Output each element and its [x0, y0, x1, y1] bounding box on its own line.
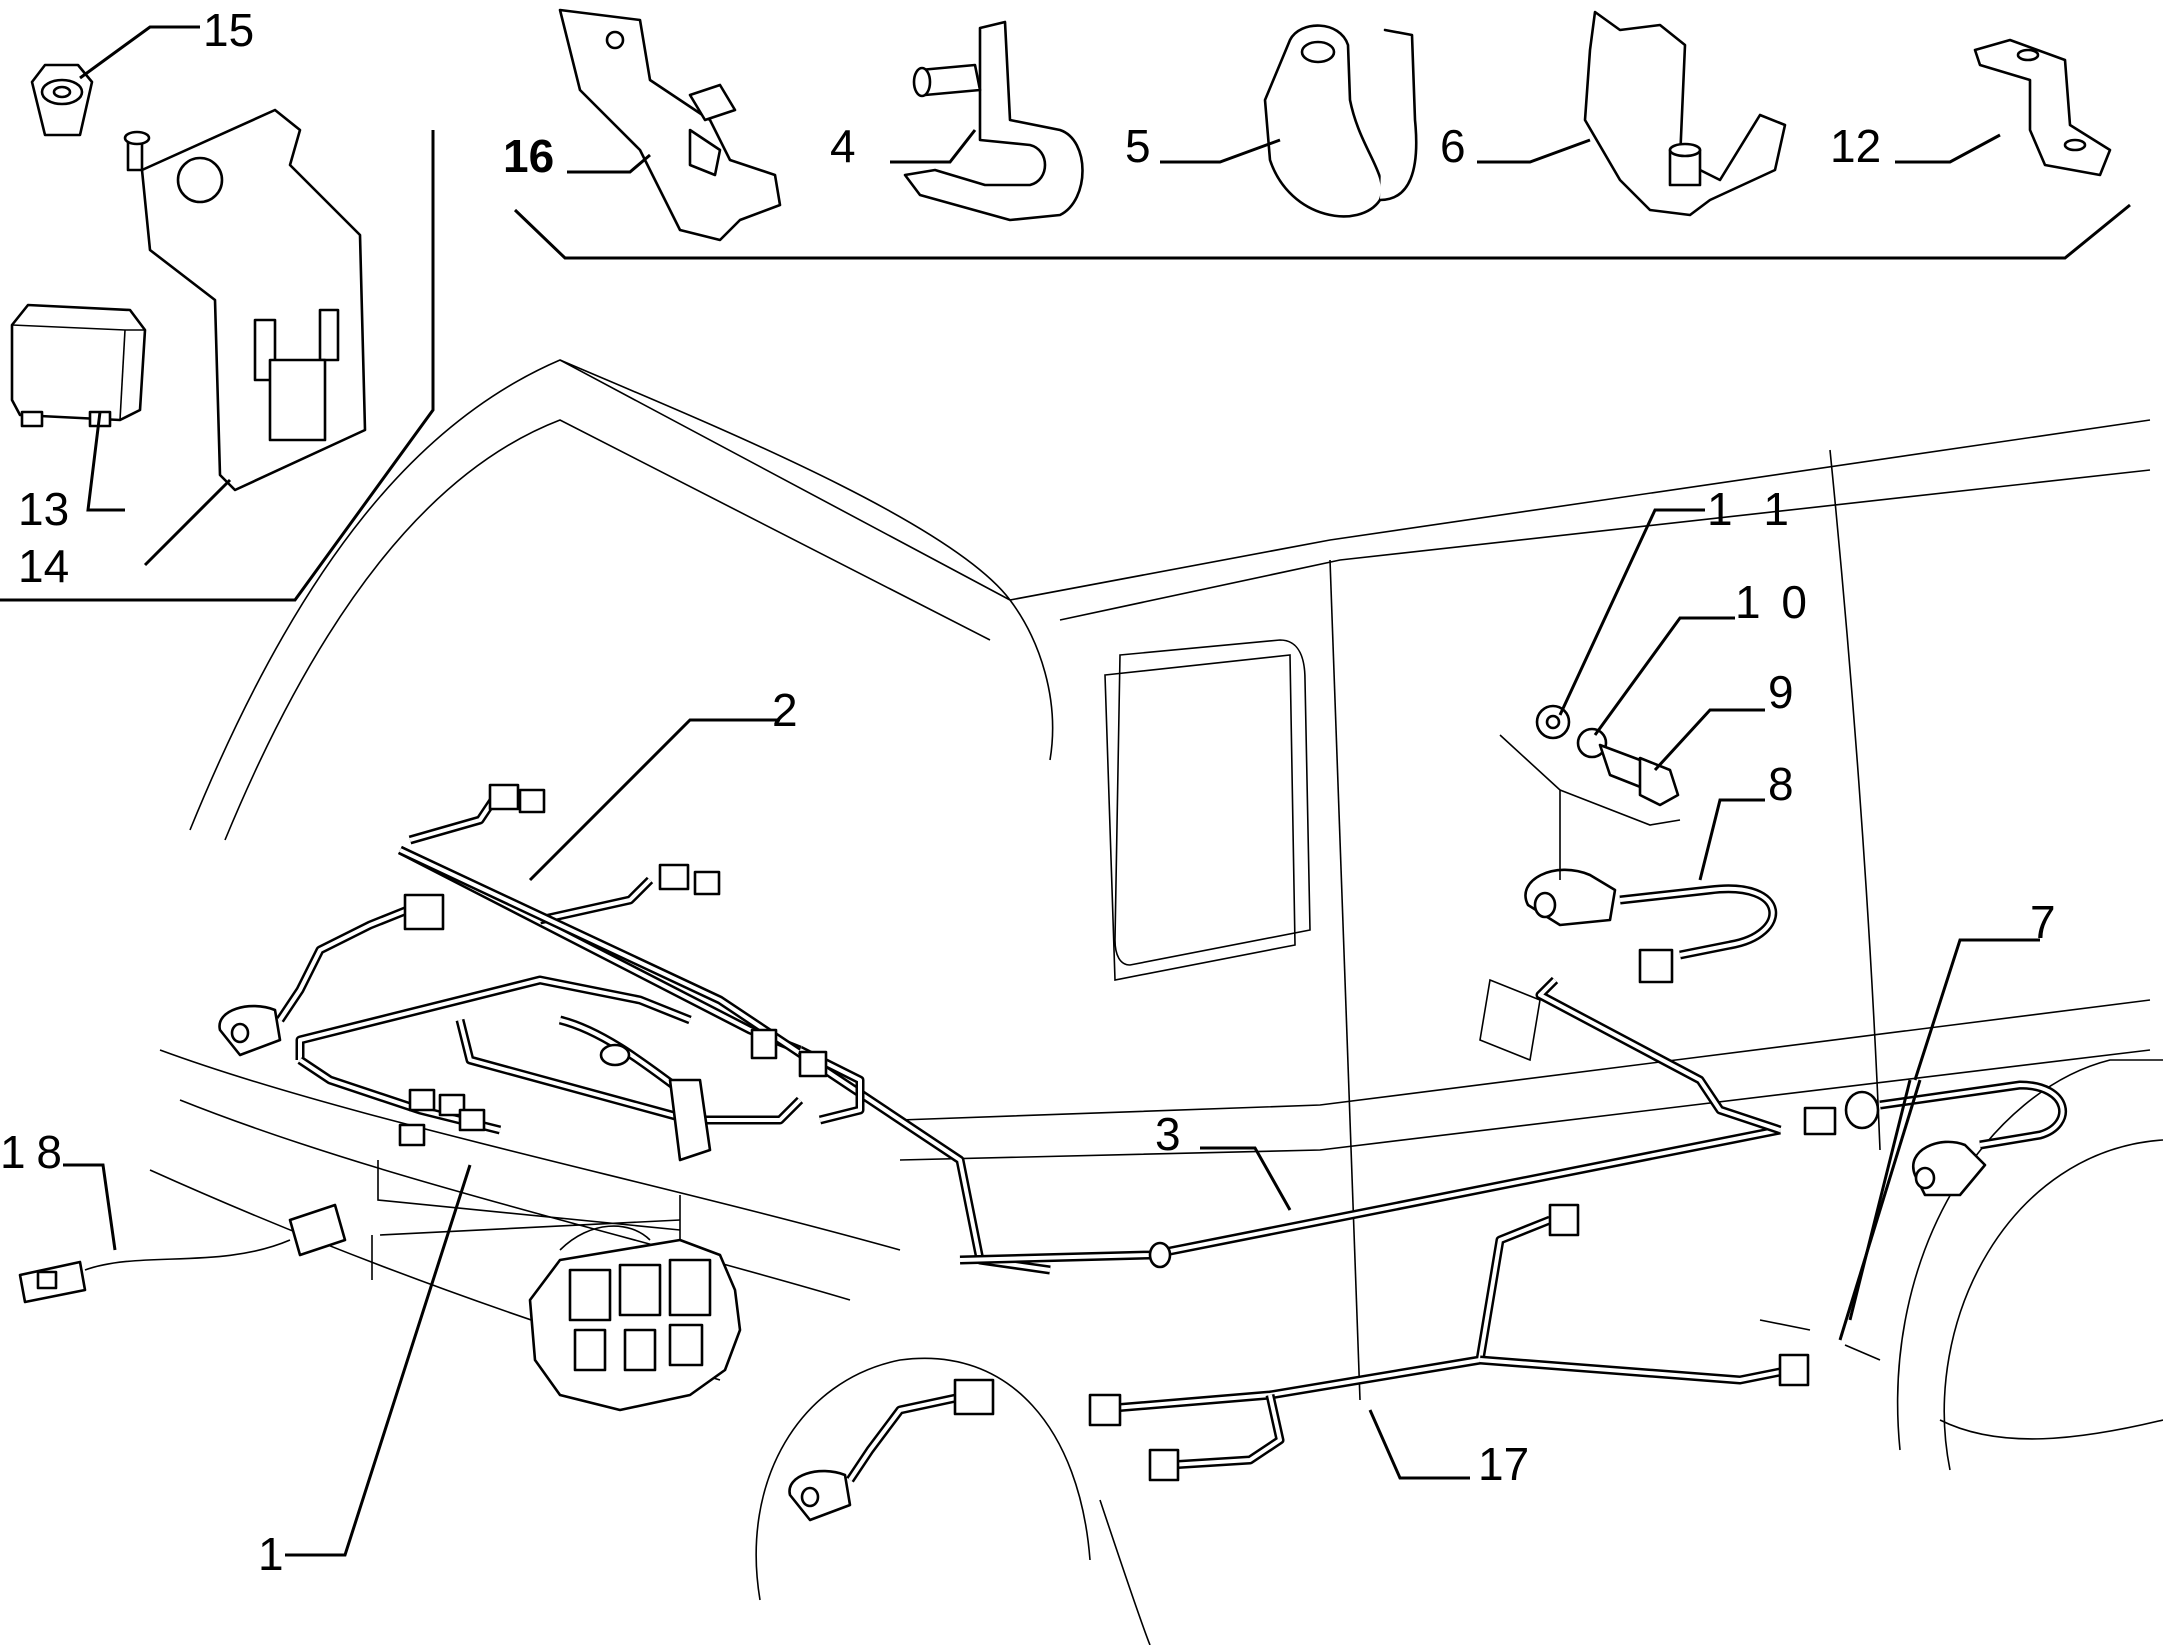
- callout-13: 13: [18, 483, 69, 535]
- front-right-sensor: [218, 893, 445, 1057]
- callout-3: 3: [1155, 1108, 1181, 1160]
- small-bracket-part-12: [1973, 38, 2112, 177]
- callout-11: 11: [1707, 483, 1789, 535]
- callout-14: 14: [18, 540, 69, 592]
- callout-labels: 15 13 14 16 4 5 6 12 11 10 9 8 7 2 3 17 …: [0, 4, 2056, 1580]
- rear-sensor-part-7: [1803, 1080, 2068, 1197]
- washer-part-11: [1535, 704, 1571, 740]
- callout-4: 4: [830, 120, 856, 172]
- callout-1: 1: [258, 1528, 284, 1580]
- rear-harness-3: [959, 976, 1782, 1269]
- callout-9: 9: [1768, 666, 1794, 718]
- harness-connectors: [398, 783, 828, 1162]
- bolt-part-9: [1598, 743, 1680, 807]
- main-harness-2: [397, 787, 1051, 1275]
- nut-part-15: [30, 63, 94, 137]
- callout-7: 7: [2030, 896, 2056, 948]
- callout-10: 10: [1735, 576, 1807, 628]
- lower-harness-17: [1088, 1203, 1810, 1482]
- diagnostic-connector-part-18: [18, 1203, 347, 1304]
- front-left-sensor: [788, 1378, 995, 1522]
- cable-strap-part-5: [1263, 24, 1418, 218]
- callout-leaders: [63, 25, 2040, 1557]
- clamp-part-4: [903, 20, 1084, 222]
- relay-part-13: [10, 303, 147, 428]
- washer-part-10: [1576, 727, 1608, 759]
- callout-8: 8: [1768, 758, 1794, 810]
- callout-5: 5: [1125, 120, 1151, 172]
- callout-15: 15: [203, 4, 254, 56]
- detail-group-brackets: [0, 130, 2131, 602]
- sensor-part-8: [1524, 868, 1778, 984]
- abs-reference-lines: [371, 1160, 1881, 1361]
- callout-16: 16: [503, 130, 554, 182]
- callout-17: 17: [1478, 1438, 1529, 1490]
- callout-18: 18: [0, 1126, 62, 1178]
- bracket-clip-part-6: [1583, 10, 1787, 217]
- relay-bracket-part-14: [123, 108, 367, 492]
- clip-bracket-part-16: [558, 8, 782, 242]
- callout-2: 2: [772, 684, 798, 736]
- callout-6: 6: [1440, 120, 1466, 172]
- callout-12: 12: [1830, 120, 1881, 172]
- leader-8-bracket: [1499, 734, 1681, 880]
- abs-modulator-part-1: [528, 1225, 742, 1412]
